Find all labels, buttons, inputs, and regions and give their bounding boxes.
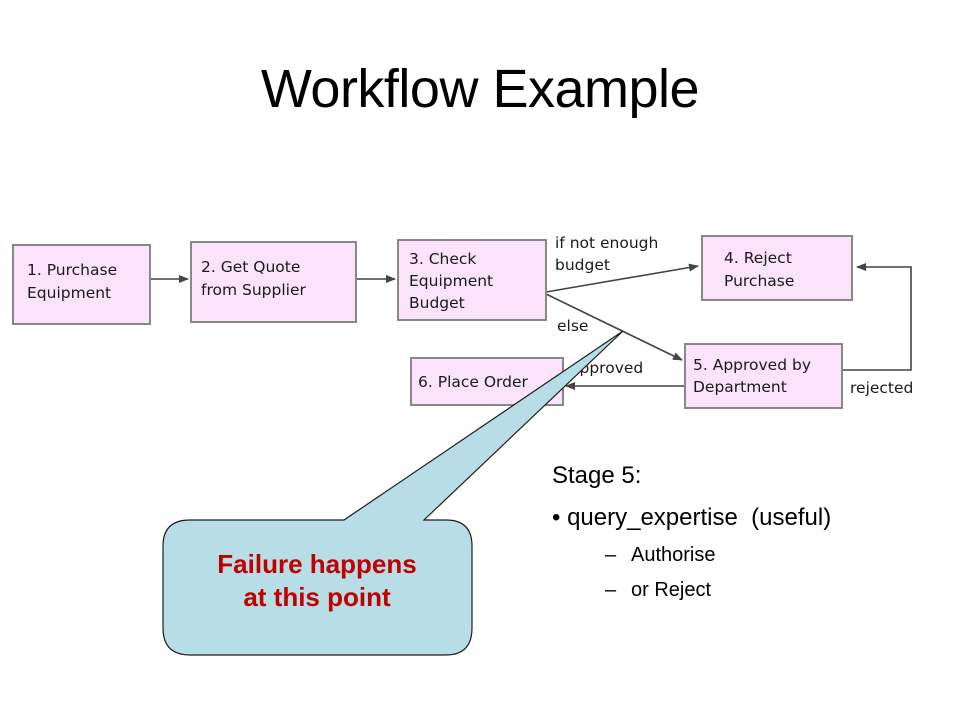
- sub-item-text: Authorise: [631, 544, 716, 566]
- edge-3-to-4: [545, 263, 699, 293]
- edge-5-to-4: [843, 263, 912, 371]
- node-label-line: 2. Get Quote: [201, 258, 300, 276]
- node-check-budget: 3. Check Equipment Budget: [397, 239, 547, 321]
- edge-label-else: else: [557, 317, 588, 335]
- callout-bubble: [162, 330, 624, 656]
- callout-line: Failure happens: [217, 549, 417, 579]
- sub-item-text: or Reject: [631, 579, 712, 601]
- node-label-line: 5. Approved by: [693, 356, 811, 374]
- node-label-line: Department: [693, 378, 787, 396]
- node-label-line: from Supplier: [201, 281, 306, 299]
- node-label-line: 6. Place Order: [418, 373, 529, 391]
- notes-sub-item: –Authorise: [605, 544, 952, 567]
- dash-symbol: –: [605, 579, 617, 601]
- node-label-line: Purchase: [724, 272, 794, 290]
- node-label-line: 1. Purchase: [27, 261, 117, 279]
- node-get-quote: 2. Get Quote from Supplier: [190, 241, 357, 323]
- bullet-text: query_expertise (useful): [567, 504, 832, 531]
- node-label-line: Equipment: [27, 284, 111, 302]
- dash-symbol: –: [605, 544, 617, 566]
- edge-label-not-enough-2: budget: [555, 256, 610, 274]
- node-label-line: Budget: [409, 294, 465, 312]
- node-purchase-equipment: 1. Purchase Equipment: [12, 244, 151, 325]
- slide-title: Workflow Example: [260, 59, 700, 119]
- notes-sub-item: –or Reject: [605, 579, 952, 602]
- bullet-symbol: •: [552, 504, 561, 531]
- callout-line: at this point: [243, 582, 391, 612]
- notes-bullet: • query_expertise (useful): [552, 504, 952, 532]
- edge-label-rejected: rejected: [850, 379, 913, 397]
- node-label-line: 4. Reject: [724, 249, 792, 267]
- node-label-line: 3. Check: [409, 250, 476, 268]
- node-label-line: Equipment: [409, 272, 493, 290]
- edge-label-not-enough-1: if not enough: [555, 234, 658, 252]
- callout-text: Failure happens at this point: [163, 548, 471, 614]
- notes-heading: Stage 5:: [552, 462, 642, 489]
- edge-3-to-5: [545, 293, 683, 361]
- node-reject-purchase: 4. Reject Purchase: [701, 235, 853, 301]
- stage-notes: Stage 5: • query_expertise (useful) –Aut…: [552, 462, 952, 614]
- node-approved-by-department: 5. Approved by Department: [684, 343, 843, 409]
